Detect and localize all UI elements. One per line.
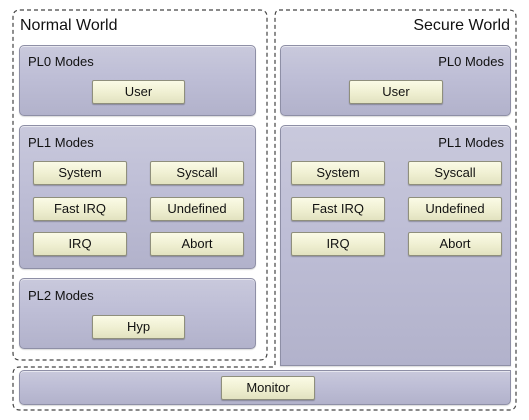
normal-pl1-label: PL1 Modes <box>28 135 94 150</box>
normal-abort-mode[interactable]: Abort <box>150 232 244 256</box>
secure-world-title: Secure World <box>411 17 512 35</box>
monitor-mode[interactable]: Monitor <box>221 376 315 400</box>
normal-pl1-panel: PL1 Modes System Syscall Fast IRQ Undefi… <box>19 125 256 269</box>
secure-pl1-label: PL1 Modes <box>438 135 504 150</box>
normal-world-boundary <box>12 9 268 361</box>
secure-pl0-label: PL0 Modes <box>438 54 504 69</box>
secure-world-boundary <box>12 9 517 411</box>
normal-hyp-mode[interactable]: Hyp <box>92 315 185 339</box>
secure-fast-irq-mode[interactable]: Fast IRQ <box>291 197 385 221</box>
secure-system-mode[interactable]: System <box>291 161 385 185</box>
normal-pl2-label: PL2 Modes <box>28 288 94 303</box>
normal-user-mode[interactable]: User <box>92 80 185 104</box>
secure-undefined-mode[interactable]: Undefined <box>408 197 502 221</box>
normal-world-title: Normal World <box>18 17 120 35</box>
secure-user-mode[interactable]: User <box>349 80 443 104</box>
normal-fast-irq-mode[interactable]: Fast IRQ <box>33 197 127 221</box>
secure-pl0-panel: PL0 Modes User <box>280 45 511 116</box>
normal-pl0-label: PL0 Modes <box>28 54 94 69</box>
secure-irq-mode[interactable]: IRQ <box>291 232 385 256</box>
secure-pl1-panel: PL1 Modes System Syscall Fast IRQ Undefi… <box>280 125 511 366</box>
normal-undefined-mode[interactable]: Undefined <box>150 197 244 221</box>
normal-irq-mode[interactable]: IRQ <box>33 232 127 256</box>
monitor-panel: Monitor <box>19 370 511 405</box>
normal-pl2-panel: PL2 Modes Hyp <box>19 278 256 349</box>
normal-system-mode[interactable]: System <box>33 161 127 185</box>
normal-syscall-mode[interactable]: Syscall <box>150 161 244 185</box>
secure-abort-mode[interactable]: Abort <box>408 232 502 256</box>
normal-pl0-panel: PL0 Modes User <box>19 45 256 116</box>
secure-syscall-mode[interactable]: Syscall <box>408 161 502 185</box>
